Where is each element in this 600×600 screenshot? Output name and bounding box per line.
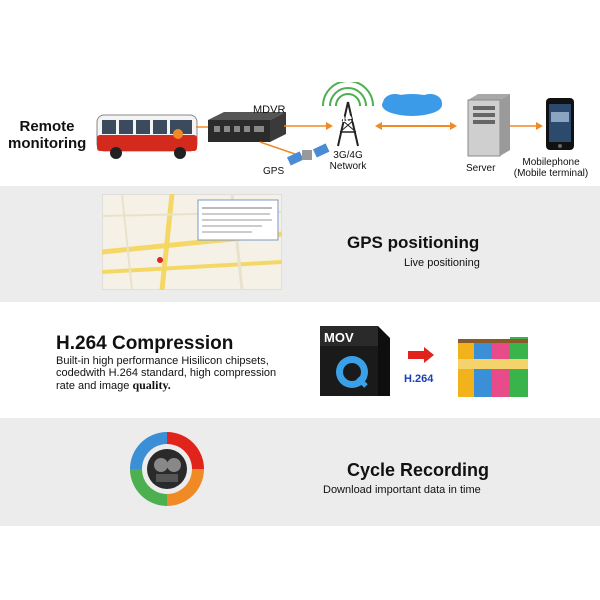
network-label-line2: Network [329, 161, 367, 172]
mov-label: MOV [324, 330, 354, 345]
cycle-subtitle: Download important data in time [323, 484, 481, 496]
mobile-phone-icon [546, 98, 574, 150]
cycle-recording-band [0, 418, 600, 526]
cycle-recording-icon [130, 432, 204, 506]
gps-positioning-band [0, 186, 600, 302]
gps-subtitle: Live positioning [404, 257, 480, 269]
network-label-line1: 3G/4G [333, 150, 363, 161]
mobile-label-line2: (Mobile terminal) [513, 168, 589, 179]
network-tower-icon [322, 82, 374, 147]
server-label: Server [466, 163, 496, 174]
cycle-title: Cycle Recording [347, 460, 490, 480]
satellite-icon [286, 143, 330, 166]
server-icon [467, 94, 510, 157]
remote-title-line2: monitoring [8, 135, 87, 152]
internet-label: Internet [312, 111, 357, 125]
mdvr-label: MDVR [253, 104, 286, 116]
compression-desc-line1: Built-in high performance Hisilicon chip… [56, 355, 269, 367]
mobile-label-line1: Mobilephone [522, 157, 580, 168]
gps-title: GPS positioning [347, 233, 480, 252]
codec-label: H.264 [404, 373, 434, 385]
network-label: 3G/4G Network [318, 150, 378, 172]
gps-label: GPS [263, 166, 285, 177]
internet-cloud-icon [382, 94, 442, 116]
red-arrow-icon [408, 347, 434, 363]
remote-title-line1: Remote [19, 118, 75, 135]
compression-desc-line2: codedwith H.264 standard, high compressi… [56, 367, 277, 379]
compression-desc-line3-b: quality. [132, 378, 171, 392]
remote-diagram [96, 82, 574, 166]
compressed-books-icon [458, 337, 528, 397]
mobile-label: Mobilephone (Mobile terminal) [505, 157, 597, 179]
mov-file-icon [320, 326, 390, 396]
compression-description: Built-in high performance Hisilicon chip… [56, 355, 318, 392]
compression-desc-line3-a: rate and image [56, 380, 130, 392]
gps-map-image [102, 194, 282, 290]
mdvr-device-icon [208, 112, 286, 142]
compression-desc-line3: rate and image quality. [56, 379, 318, 392]
remote-monitoring-title: Remote monitoring [8, 118, 86, 152]
compression-title: H.264 Compression [56, 333, 234, 354]
bus-icon [96, 114, 198, 159]
